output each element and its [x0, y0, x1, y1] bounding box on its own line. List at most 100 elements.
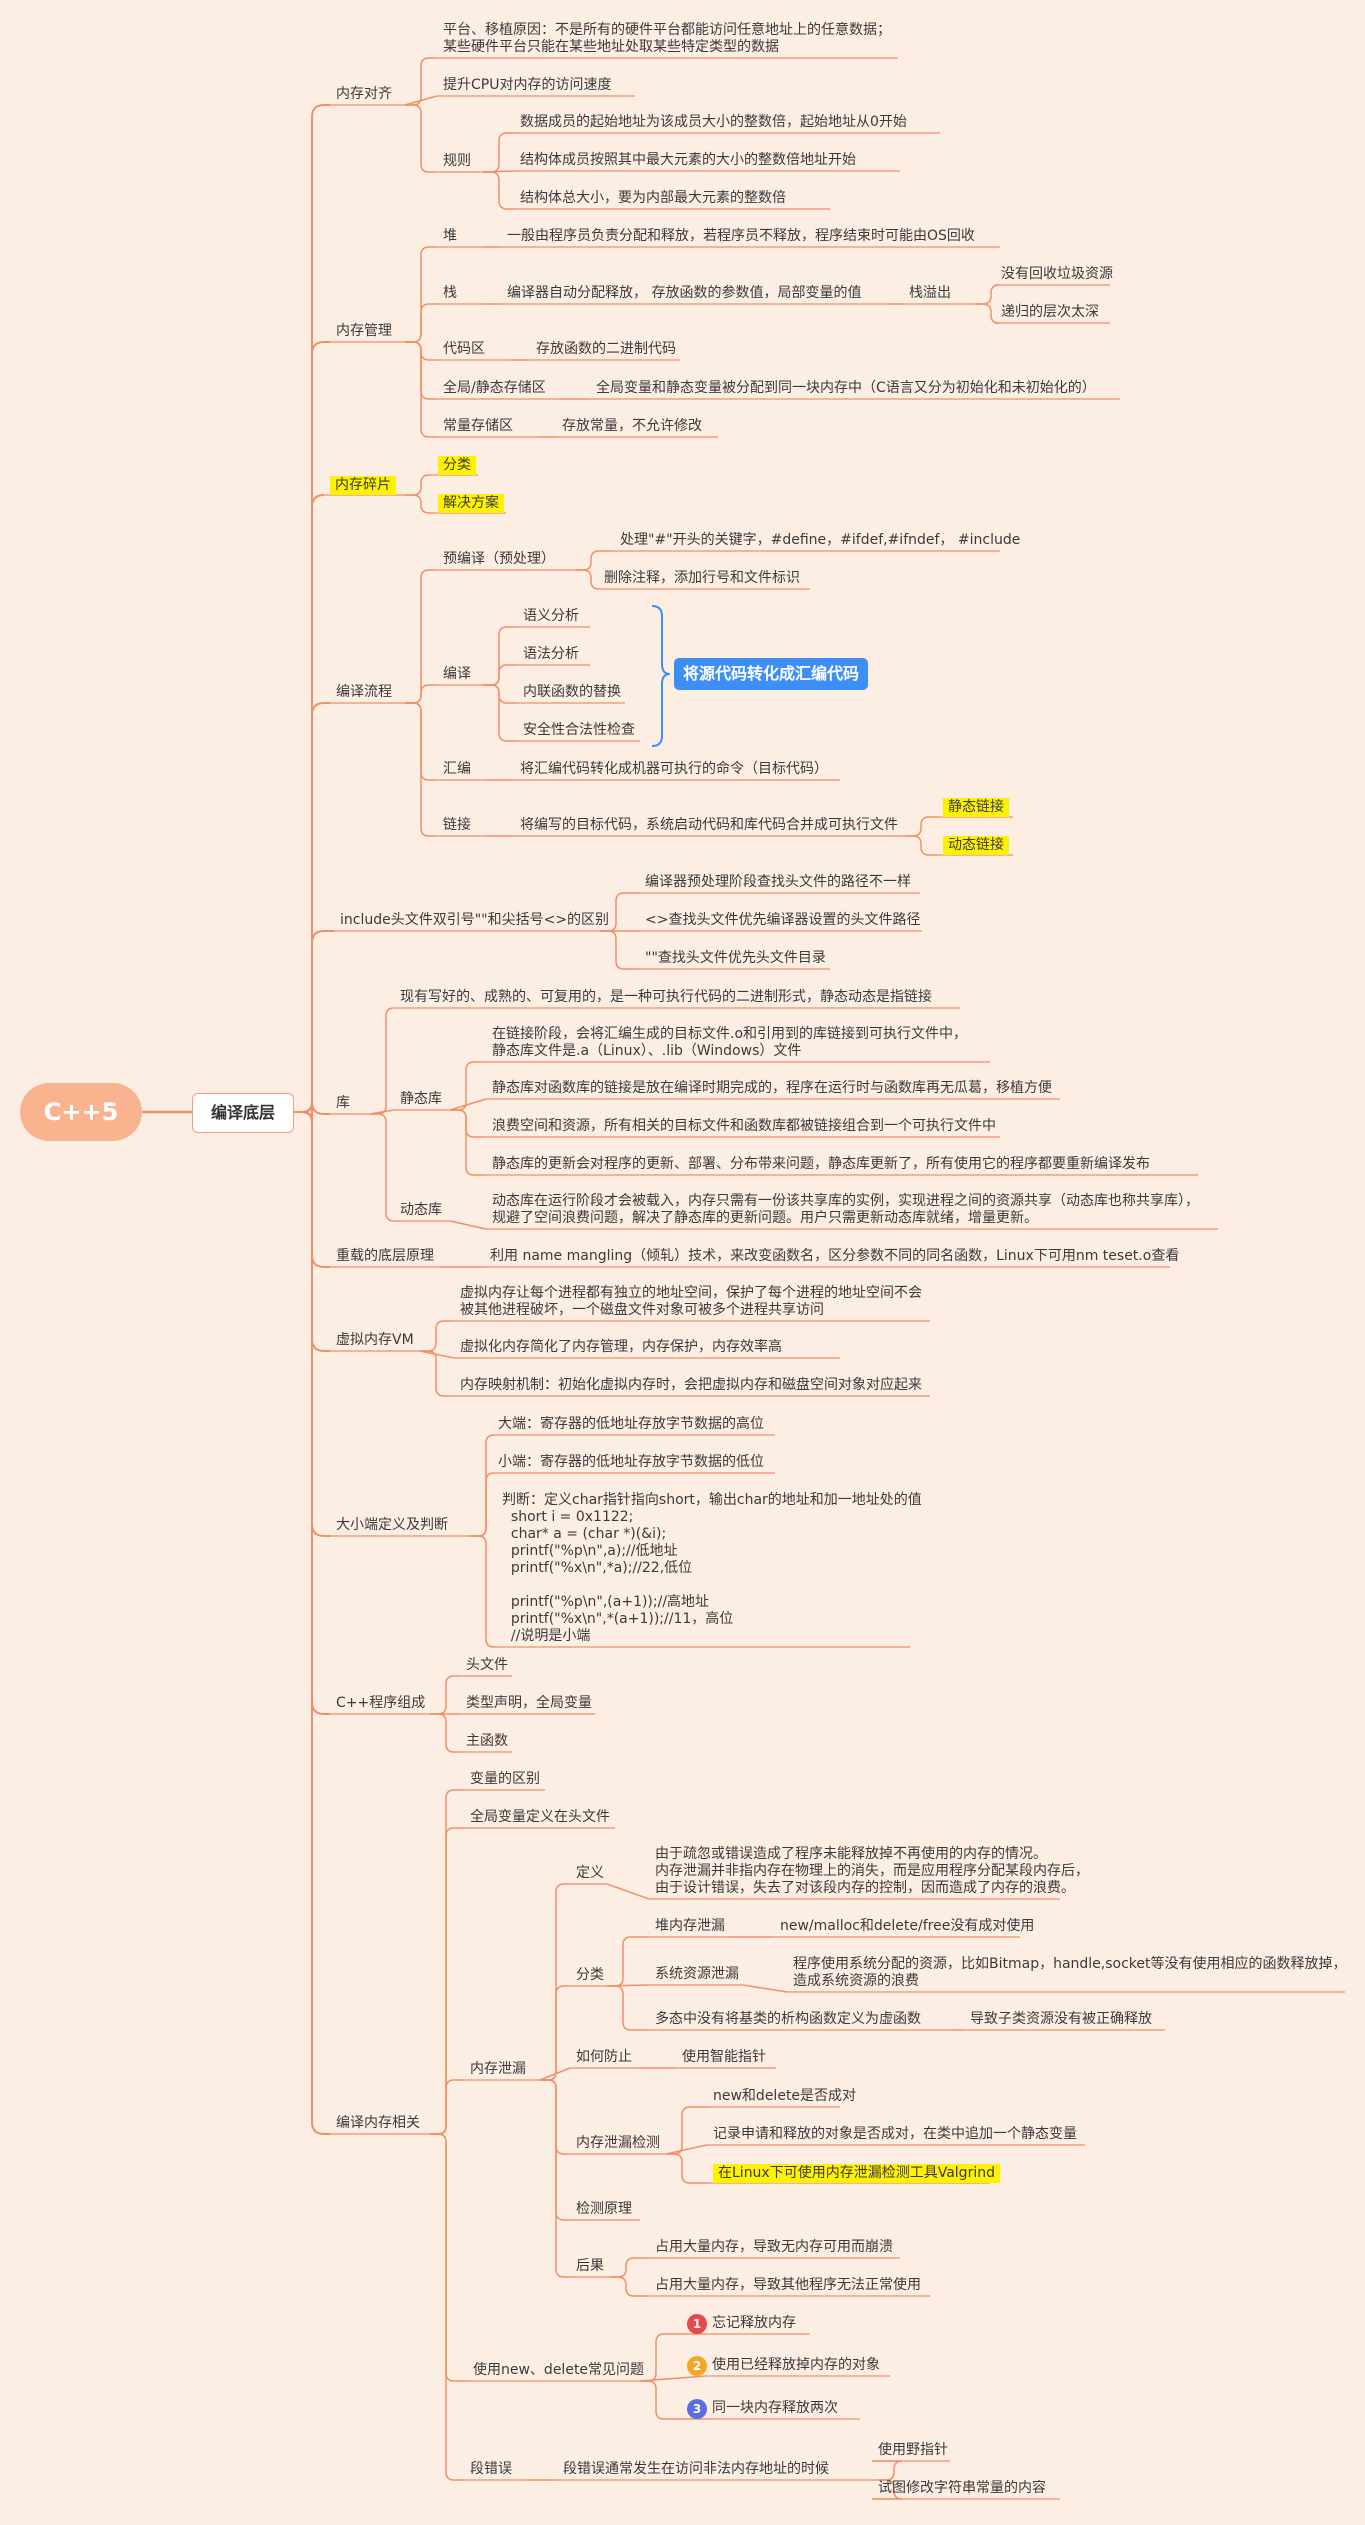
node-comp[interactable]: 编译: [443, 666, 471, 682]
node-inc-3[interactable]: ""查找头文件优先头文件目录: [645, 950, 826, 966]
node-align-2[interactable]: 提升CPU对内存的访问速度: [443, 77, 612, 93]
node-memrel[interactable]: 编译内存相关: [336, 2115, 420, 2131]
main-topic-node[interactable]: 编译底层: [192, 1093, 294, 1133]
node-heap[interactable]: 堆: [443, 228, 457, 244]
node-de-2[interactable]: 记录申请和释放的对象是否成对，在类中追加一个静态变量: [713, 2126, 1077, 2142]
node-nd-1[interactable]: 忘记释放内存: [712, 2315, 796, 2331]
node-en-3[interactable]: 判断：定义char指针指向short，输出char的地址和加一地址处的值 sho…: [502, 1492, 922, 1644]
node-cl-2[interactable]: 系统资源泄漏: [655, 1966, 739, 1982]
node-compile[interactable]: 编译流程: [336, 684, 392, 700]
node-cl-3d[interactable]: 导致子类资源没有被正确释放: [970, 2011, 1152, 2027]
node-lib-d[interactable]: 现有写好的、成熟的、可复用的，是一种可执行代码的二进制形式，静态动态是指链接: [400, 989, 932, 1005]
node-pre-2[interactable]: 删除注释，添加行号和文件标识: [604, 570, 800, 586]
node-link[interactable]: 链接: [443, 817, 471, 833]
node-rule-1[interactable]: 数据成员的起始地址为该成员大小的整数倍，起始地址从0开始: [520, 114, 907, 130]
node-code-d[interactable]: 存放函数的二进制代码: [536, 341, 676, 357]
node-endian[interactable]: 大小端定义及判断: [336, 1517, 448, 1533]
node-rule-2[interactable]: 结构体成员按照其中最大元素的大小的整数倍地址开始: [520, 152, 856, 168]
node-of-1[interactable]: 没有回收垃圾资源: [1001, 266, 1113, 282]
node-re-2[interactable]: 占用大量内存，导致其他程序无法正常使用: [655, 2277, 921, 2293]
node-global[interactable]: 全局/静态存储区: [443, 380, 546, 396]
node-mem-align[interactable]: 内存对齐: [336, 86, 392, 102]
node-frag-2[interactable]: 解决方案: [438, 494, 504, 513]
node-const-d[interactable]: 存放常量，不允许修改: [562, 418, 702, 434]
node-frag-1[interactable]: 分类: [438, 456, 476, 475]
node-cl-1[interactable]: 堆内存泄漏: [655, 1918, 725, 1934]
node-prevent[interactable]: 如何防止: [576, 2049, 632, 2065]
node-st-4[interactable]: 静态库的更新会对程序的更新、部署、分布带来问题，静态库更新了，所有使用它的程序都…: [492, 1156, 1150, 1172]
node-inc-1[interactable]: 编译器预处理阶段查找头文件的路径不一样: [645, 874, 911, 890]
node-dy-1[interactable]: 动态库在运行阶段才会被载入，内存只需有一份该共享库的实例，实现进程之间的资源共享…: [492, 1193, 1199, 1226]
node-overload-d[interactable]: 利用 name mangling（倾轧）技术，来改变函数名，区分参数不同的同名函…: [490, 1248, 1180, 1264]
node-lib[interactable]: 库: [336, 1095, 350, 1111]
node-cpp[interactable]: C++程序组成: [336, 1695, 426, 1711]
node-global-d[interactable]: 全局变量和静态变量被分配到同一块内存中（C语言又分为初始化和未初始化的）: [596, 380, 1096, 396]
node-code[interactable]: 代码区: [443, 341, 485, 357]
node-segv[interactable]: 段错误: [470, 2461, 512, 2477]
node-heap-d[interactable]: 一般由程序员负责分配和释放，若程序员不释放，程序结束时可能由OS回收: [507, 228, 975, 244]
node-dynamic[interactable]: 动态库: [400, 1202, 442, 1218]
node-de-1[interactable]: new和delete是否成对: [713, 2088, 857, 2104]
node-vm-2[interactable]: 虚拟化内存简化了内存管理，内存保护，内存效率高: [460, 1339, 782, 1355]
node-cpp-2[interactable]: 类型声明，全局变量: [466, 1695, 592, 1711]
node-segv-1[interactable]: 使用野指针: [878, 2442, 948, 2458]
node-rules[interactable]: 规则: [443, 153, 471, 169]
node-overflow[interactable]: 栈溢出: [909, 285, 951, 301]
node-cpp-1[interactable]: 头文件: [466, 1657, 508, 1673]
node-const[interactable]: 常量存储区: [443, 418, 513, 434]
node-align-1[interactable]: 平台、移植原因：不是所有的硬件平台都能访问任意地址上的任意数据； 某些硬件平台只…: [443, 22, 891, 55]
node-comp-4[interactable]: 安全性合法性检查: [523, 722, 635, 738]
node-re-1[interactable]: 占用大量内存，导致无内存可用而崩溃: [655, 2239, 893, 2255]
node-link-1[interactable]: 静态链接: [943, 798, 1009, 817]
node-overload[interactable]: 重载的底层原理: [336, 1248, 434, 1264]
node-leak[interactable]: 内存泄漏: [470, 2061, 526, 2077]
node-cpp-3[interactable]: 主函数: [466, 1733, 508, 1749]
node-mem-mgmt[interactable]: 内存管理: [336, 323, 392, 339]
node-frag[interactable]: 内存碎片: [330, 476, 396, 495]
node-newdel[interactable]: 使用new、delete常见问题: [473, 2362, 645, 2378]
summary-callout[interactable]: 将源代码转化成汇编代码: [674, 658, 868, 690]
node-st-3[interactable]: 浪费空间和资源，所有相关的目标文件和函数库都被链接组合到一个可执行文件中: [492, 1118, 996, 1134]
node-result[interactable]: 后果: [576, 2258, 604, 2274]
node-de-3[interactable]: 在Linux下可使用内存泄漏检测工具Valgrind: [713, 2164, 1000, 2183]
node-mr-2[interactable]: 全局变量定义在头文件: [470, 1809, 610, 1825]
node-def-d[interactable]: 由于疏忽或错误造成了程序未能释放掉不再使用的内存的情况。 内存泄漏并非指内存在物…: [655, 1846, 1089, 1896]
node-principle[interactable]: 检测原理: [576, 2201, 632, 2217]
node-static[interactable]: 静态库: [400, 1091, 442, 1107]
node-segv-2[interactable]: 试图修改字符串常量的内容: [878, 2480, 1046, 2496]
node-st-2[interactable]: 静态库对函数库的链接是放在编译时期完成的，程序在运行时与函数库再无瓜葛，移植方便: [492, 1080, 1052, 1096]
node-en-1[interactable]: 大端：寄存器的低地址存放字节数据的高位: [498, 1416, 764, 1432]
node-include[interactable]: include头文件双引号""和尖括号<>的区别: [340, 912, 610, 928]
node-vm-1[interactable]: 虚拟内存让每个进程都有独立的地址空间，保护了每个进程的地址空间不会 被其他进程破…: [460, 1285, 922, 1318]
node-stack-d[interactable]: 编译器自动分配释放， 存放函数的参数值，局部变量的值: [507, 285, 862, 301]
node-prevent-d[interactable]: 使用智能指针: [682, 2049, 766, 2065]
node-comp-1[interactable]: 语义分析: [523, 608, 579, 624]
node-class[interactable]: 分类: [576, 1967, 604, 1983]
node-asm[interactable]: 汇编: [443, 761, 471, 777]
node-nd-3[interactable]: 同一块内存释放两次: [712, 2400, 838, 2416]
node-en-2[interactable]: 小端：寄存器的低地址存放字节数据的低位: [498, 1454, 764, 1470]
node-pre-1[interactable]: 处理"#"开头的关键字，#define，#ifdef,#ifndef， #inc…: [620, 532, 1021, 548]
node-vm-3[interactable]: 内存映射机制：初始化虚拟内存时，会把虚拟内存和磁盘空间对象对应起来: [460, 1377, 922, 1393]
node-of-2[interactable]: 递归的层次太深: [1001, 304, 1099, 320]
node-st-1[interactable]: 在链接阶段，会将汇编生成的目标文件.o和引用到的库链接到可执行文件中， 静态库文…: [492, 1026, 968, 1059]
node-detect[interactable]: 内存泄漏检测: [576, 2135, 660, 2151]
root-node[interactable]: C++5: [20, 1083, 142, 1141]
node-stack[interactable]: 栈: [443, 285, 457, 301]
node-cl-2d[interactable]: 程序使用系统分配的资源，比如Bitmap，handle,socket等没有使用相…: [793, 1956, 1347, 1989]
node-vm[interactable]: 虚拟内存VM: [336, 1332, 414, 1348]
node-def[interactable]: 定义: [576, 1865, 604, 1881]
node-comp-3[interactable]: 内联函数的替换: [523, 684, 621, 700]
node-comp-2[interactable]: 语法分析: [523, 646, 579, 662]
node-nd-2[interactable]: 使用已经释放掉内存的对象: [712, 2357, 880, 2373]
node-cl-3[interactable]: 多态中没有将基类的析构函数定义为虚函数: [655, 2011, 921, 2027]
node-inc-2[interactable]: <>查找头文件优先编译器设置的头文件路径: [645, 912, 921, 928]
node-rule-3[interactable]: 结构体总大小，要为内部最大元素的整数倍: [520, 190, 786, 206]
node-asm-d[interactable]: 将汇编代码转化成机器可执行的命令（目标代码）: [520, 761, 828, 777]
node-link-2[interactable]: 动态链接: [943, 836, 1009, 855]
node-link-d[interactable]: 将编写的目标代码，系统启动代码和库代码合并成可执行文件: [520, 817, 898, 833]
node-cl-1d[interactable]: new/malloc和delete/free没有成对使用: [780, 1918, 1035, 1934]
node-segv-d[interactable]: 段错误通常发生在访问非法内存地址的时候: [563, 2461, 829, 2477]
node-mr-1[interactable]: 变量的区别: [470, 1771, 540, 1787]
node-pre[interactable]: 预编译（预处理）: [443, 551, 555, 567]
